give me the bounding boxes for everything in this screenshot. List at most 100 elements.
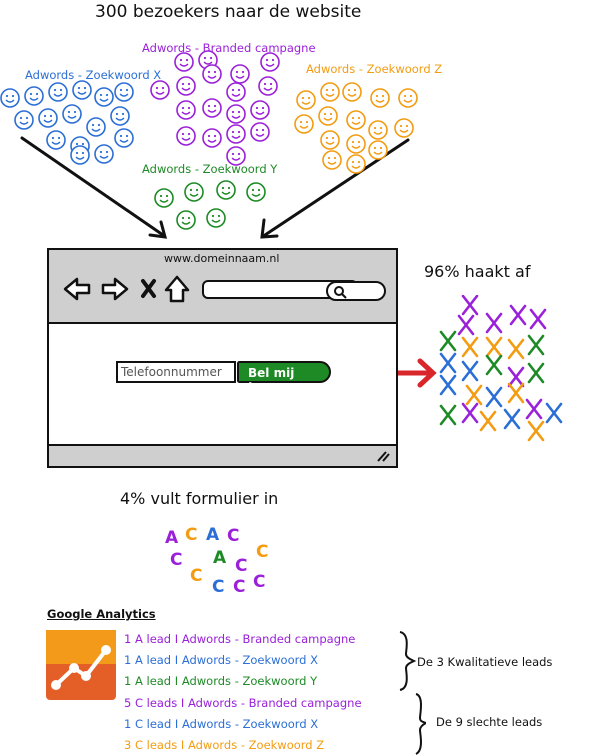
bounce-x-icon [439, 352, 457, 374]
bounce-x-icon [545, 402, 563, 424]
bounce-x-icon [461, 402, 479, 424]
form-label: 4% vult formulier in [120, 489, 279, 508]
analytics-row: 5 C leads I Adwords - Branded campagne [124, 696, 362, 710]
bounce-x-icon [527, 362, 545, 384]
bounce-x-icon [503, 408, 521, 430]
brace-icons [399, 631, 426, 755]
visitor-smiley-icon [226, 146, 246, 166]
visitor-smiley-icon [114, 128, 134, 148]
visitor-smiley-icon [154, 188, 174, 208]
visitor-smiley-icon [320, 82, 340, 102]
lead-letter: C [212, 577, 225, 597]
visitor-smiley-icon [346, 154, 366, 174]
lead-letter: C [253, 572, 266, 592]
lead-letter: C [233, 577, 246, 597]
phone-field[interactable]: Telefoonnummer [116, 361, 236, 383]
visitor-smiley-icon [94, 144, 114, 164]
bad-leads-label: De 9 slechte leads [436, 715, 543, 729]
lead-letter: C [185, 525, 198, 545]
lead-letter: C [227, 526, 240, 546]
visitor-smiley-icon [202, 64, 222, 84]
visitor-smiley-icon [206, 208, 226, 228]
analytics-row: 1 C lead I Adwords - Zoekwoord X [124, 717, 319, 731]
lead-letter: C [190, 566, 203, 586]
bounce-label: 96% haakt af [424, 262, 531, 281]
analytics-logo-icon [46, 630, 116, 700]
bounce-x-icon [439, 330, 457, 352]
visitor-smiley-icon [114, 82, 134, 102]
group-label-zoekwoord-x: Adwords - Zoekwoord X [25, 68, 162, 82]
visitor-smiley-icon [38, 108, 58, 128]
visitor-smiley-icon [216, 180, 236, 200]
visitor-smiley-icon [48, 82, 68, 102]
browser-statusbar [49, 444, 396, 466]
visitor-smiley-icon [368, 120, 388, 140]
lead-letter: C [235, 556, 248, 576]
close-icon [141, 279, 156, 298]
visitor-smiley-icon [296, 90, 316, 110]
lead-letter: A [213, 548, 227, 568]
resize-grip-icon [377, 451, 390, 462]
search-icon [334, 286, 347, 299]
bounce-x-icon [461, 295, 479, 316]
analytics-row: 3 C leads I Adwords - Zoekwoord Z [124, 738, 325, 752]
visitor-smiley-icon [176, 76, 196, 96]
visitor-smiley-icon [202, 128, 222, 148]
quality-leads-label: De 3 Kwalitatieve leads [417, 655, 553, 669]
bounce-x-icon [507, 382, 525, 404]
visitor-smiley-icon [322, 150, 342, 170]
visitor-smiley-icon [318, 106, 338, 126]
search-box[interactable] [326, 281, 386, 301]
bounce-x-icon [485, 386, 503, 408]
bounce-x-icon [479, 410, 497, 432]
visitor-smiley-icon [202, 98, 222, 118]
visitor-smiley-icon [250, 122, 270, 142]
visitor-smiley-icon [258, 76, 278, 96]
visitor-smiley-icon [176, 126, 196, 146]
visitor-smiley-icon [24, 86, 44, 106]
visitor-smiley-icon [320, 130, 340, 150]
left-arrow [20, 136, 168, 239]
visitor-smiley-icon [184, 182, 204, 202]
group-label-zoekwoord-y: Adwords - Zoekwoord Y [142, 162, 278, 176]
bounce-x-icon [461, 336, 479, 358]
visitor-smiley-icon [250, 100, 270, 120]
lead-letter: A [165, 528, 179, 548]
analytics-row: 1 A lead I Adwords - Zoekwoord X [124, 653, 318, 667]
browser-url: www.domeinnaam.nl [164, 252, 280, 265]
bounce-x-icon [509, 304, 527, 326]
visitor-smiley-icon [342, 82, 362, 102]
lead-letter: C [256, 542, 269, 562]
visitor-smiley-icon [176, 210, 196, 230]
visitor-smiley-icon [86, 117, 106, 137]
visitor-smiley-icon [346, 134, 366, 154]
visitor-smiley-icon [294, 114, 314, 134]
visitor-smiley-icon [46, 130, 66, 150]
bounce-marks [439, 295, 563, 442]
diagram-title: 300 bezoekers naar de website [95, 2, 362, 22]
visitor-smiley-icon [398, 88, 418, 108]
visitor-smiley-icon [72, 80, 92, 100]
bounce-x-icon [527, 334, 545, 356]
call-back-button[interactable]: Bel mij terug [237, 361, 331, 394]
bounce-x-icon [439, 404, 457, 426]
bounce-x-icon [485, 354, 503, 376]
visitor-smiley-icon [260, 52, 280, 72]
analytics-title: Google Analytics [47, 607, 156, 621]
analytics-row: 1 A lead I Adwords - Branded campagne [124, 632, 356, 646]
visitor-smiley-icon [174, 52, 194, 72]
group-label-branded: Adwords - Branded campagne [142, 41, 316, 55]
visitor-smiley-icon [246, 182, 266, 202]
lead-letter: A [206, 525, 220, 545]
bounce-x-icon [439, 374, 457, 396]
bounce-x-icon [507, 338, 525, 360]
browser-toolbar: www.domeinnaam.nl [49, 250, 396, 324]
visitor-smiley-icon [0, 88, 20, 108]
visitor-smiley-icon [226, 82, 246, 102]
bounce-x-icon [525, 398, 543, 420]
lead-letter: C [170, 550, 183, 570]
visitor-smiley-icon [226, 104, 246, 124]
visitor-smiley-icon [94, 87, 114, 107]
visitor-smiley-icon [62, 104, 82, 124]
bounce-x-icon [529, 308, 547, 330]
